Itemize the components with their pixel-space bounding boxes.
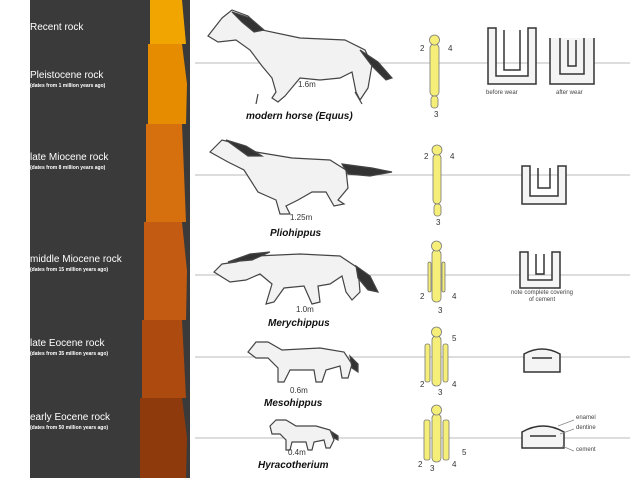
- tooth-legend-pointers: [557, 419, 575, 452]
- label-after-wear: after wear: [556, 90, 583, 96]
- rock-name: middle Miocene rock: [30, 254, 122, 265]
- rock-layer-late-eocene: late Eocene rock (dates from 35 million …: [30, 338, 150, 357]
- rock-stratum: [140, 398, 187, 478]
- size-equus: 1.6m: [298, 80, 316, 89]
- tooth-before-wear: [487, 27, 537, 85]
- digit-label: 2: [424, 152, 429, 161]
- horse-mesohippus: [247, 341, 359, 383]
- hyracotherium-side-toe-left: [423, 419, 431, 461]
- rock-layer-middle-miocene: middle Miocene rock (dates from 15 milli…: [30, 254, 150, 273]
- rock-name: Pleistocene rock: [30, 70, 104, 81]
- tooth-pliohippus: [521, 165, 567, 205]
- tooth-merychippus: [519, 251, 561, 289]
- mesohippus-side-toe-left: [424, 343, 431, 383]
- rock-stratum: [146, 124, 186, 222]
- species-equus: modern horse (Equus): [246, 111, 353, 122]
- digit-label: 4: [452, 292, 457, 301]
- rock-name: late Eocene rock: [30, 338, 105, 349]
- equus-foot-bone: [429, 43, 440, 97]
- hyracotherium-foot-bone: [431, 413, 442, 463]
- digit-label: 4: [448, 44, 453, 53]
- digit-label: 4: [450, 152, 455, 161]
- mesohippus-foot-joint: [431, 326, 442, 338]
- digit-label: 3: [434, 110, 439, 119]
- digit-label: 5: [452, 334, 457, 343]
- rock-stratum: [150, 0, 186, 44]
- rock-stratum: [142, 320, 186, 398]
- rock-layer-pleistocene: Pleistocene rock (dates from 1 million y…: [30, 70, 150, 89]
- horse-hyracotherium: [269, 419, 339, 451]
- size-hyracotherium: 0.4m: [288, 448, 306, 457]
- digit-label: 4: [452, 380, 457, 389]
- rock-date: (dates from 35 million years ago): [30, 351, 109, 357]
- size-merychippus: 1.0m: [296, 305, 314, 314]
- rock-stratum: [144, 222, 187, 320]
- mesohippus-foot-bone: [431, 335, 442, 387]
- rock-name: late Miocene rock: [30, 152, 109, 163]
- label-cement: cement: [576, 447, 596, 453]
- equus-foot-joint: [429, 34, 440, 46]
- species-mesohippus: Mesohippus: [264, 398, 323, 409]
- digit-label: 2: [420, 44, 425, 53]
- horse-merychippus: [213, 251, 380, 305]
- tooth-hyracotherium: [521, 425, 565, 449]
- digit-label: 5: [462, 448, 467, 457]
- equus-hoof-bone: [430, 95, 439, 109]
- rock-date: (dates from 8 million years ago): [30, 165, 106, 171]
- merychippus-foot-joint: [431, 240, 442, 252]
- merychippus-side-toe-left: [427, 261, 432, 293]
- label-dentine: dentine: [576, 425, 596, 431]
- species-pliohippus: Pliohippus: [270, 228, 322, 239]
- digit-label: 2: [418, 460, 423, 469]
- rock-date: (dates from 15 million years ago): [30, 267, 109, 273]
- mesohippus-side-toe-right: [442, 343, 449, 383]
- species-hyracotherium: Hyracotherium: [258, 460, 329, 471]
- hyracotherium-foot-joint: [431, 404, 442, 416]
- digit-label: 2: [420, 380, 425, 389]
- rock-layer-late-miocene: late Miocene rock (dates from 8 million …: [30, 152, 150, 171]
- digit-label: 4: [452, 460, 457, 469]
- pliohippus-foot-bone: [432, 153, 442, 205]
- rock-date: (dates from 50 million years ago): [30, 425, 109, 431]
- species-merychippus: Merychippus: [268, 318, 330, 329]
- digit-label: 3: [430, 464, 435, 473]
- tooth-mesohippus: [523, 348, 561, 373]
- size-mesohippus: 0.6m: [290, 386, 308, 395]
- merychippus-foot-bone: [431, 249, 442, 303]
- rock-stratum: [148, 44, 187, 124]
- digit-label: 3: [438, 388, 443, 397]
- pliohippus-foot-joint: [431, 144, 443, 156]
- tooth-after-wear: [549, 38, 595, 85]
- digit-label: 3: [438, 306, 443, 315]
- horse-equus: [207, 9, 394, 105]
- hyracotherium-side-toe-right: [442, 419, 450, 461]
- horse-pliohippus: [209, 139, 393, 215]
- rock-date: (dates from 1 million years ago): [30, 83, 106, 89]
- rock-name: early Eocene rock: [30, 412, 111, 423]
- rock-layer-early-eocene: early Eocene rock (dates from 50 million…: [30, 412, 150, 431]
- teeth: [487, 27, 595, 449]
- digit-label: 3: [436, 218, 441, 227]
- label-cement-note: note complete covering of cement: [510, 290, 574, 303]
- label-before-wear: before wear: [486, 90, 518, 96]
- pliohippus-hoof-bone: [433, 203, 442, 217]
- rock-name: Recent rock: [30, 22, 84, 33]
- foot-bones: [423, 34, 450, 463]
- rock-strata: [140, 0, 187, 478]
- merychippus-side-toe-right: [441, 261, 446, 293]
- size-pliohippus: 1.25m: [290, 213, 313, 222]
- rock-layer-recent: Recent rock: [30, 22, 150, 33]
- label-enamel: enamel: [576, 415, 596, 421]
- digit-label: 2: [420, 292, 425, 301]
